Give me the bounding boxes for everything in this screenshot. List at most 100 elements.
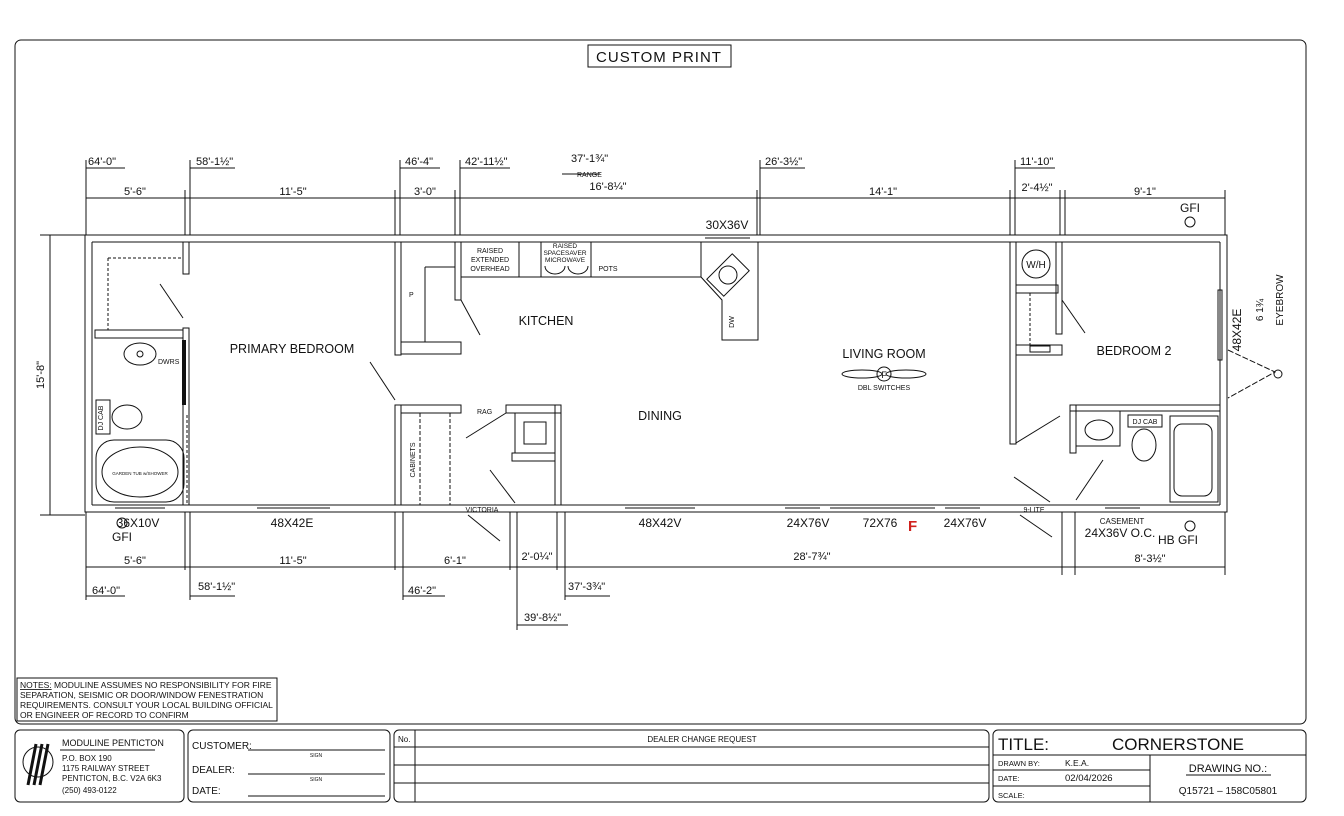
date-label: DATE:: [192, 786, 221, 797]
pots-label: POTS: [598, 266, 617, 273]
water-heater-icon: [1021, 249, 1051, 279]
window-label-4: 24X76V: [787, 516, 830, 530]
dj-cab2-label: DJ CAB: [1133, 419, 1158, 426]
room-bedroom-2: BEDROOM 2: [1096, 344, 1171, 358]
window-label-2: 48X42E: [271, 516, 314, 530]
kitchen-cabinets: RAISED EXTENDED OVERHEAD RAISED SPACESAV…: [409, 241, 759, 341]
dimension-lines: [40, 160, 1226, 630]
notes-line-2: SEPARATION, SEISMIC OR DOOR/WINDOW FENES…: [20, 690, 263, 700]
rag-label: RAG: [477, 409, 492, 416]
microwave-label-1: RAISED: [553, 243, 578, 250]
window-label-7: 24X36V O.C.: [1085, 526, 1156, 540]
room-living-room: LIVING ROOM: [842, 347, 925, 361]
primary-bath: DWRS DJ CAB GARDEN TUB w/SHOWER: [95, 340, 186, 503]
dim-top-row2-5: 14'-1": [869, 186, 897, 198]
scale-label: SCALE:: [998, 791, 1025, 800]
casement-label: CASEMENT: [1100, 517, 1145, 526]
dim-bottom-1: 5'-6": [124, 555, 146, 567]
nine-lite-door-label: 9-LITE: [1023, 507, 1044, 514]
customer-label: CUSTOMER:: [192, 741, 252, 752]
gfi-top-label: GFI: [1180, 201, 1200, 215]
dim-top-row2-4: 16'-8¼": [589, 181, 626, 193]
window-label-6: 24X76V: [944, 516, 987, 530]
change-no-header: No.: [398, 735, 410, 744]
overhead-label-1: RAISED: [477, 248, 503, 255]
microwave-label-3: MICROWAVE: [545, 257, 586, 264]
dim-top-row2-3: 3'-0": [414, 186, 436, 198]
header-title: CUSTOM PRINT: [596, 49, 722, 66]
drawing-no-label: DRAWING NO.:: [1189, 763, 1267, 775]
customer-sign-label: SIGN: [310, 753, 323, 759]
window-marks: [115, 216, 1196, 532]
drawn-by-label: DRAWN BY:: [998, 759, 1040, 768]
dim-top-2: 58'-1½": [196, 156, 233, 168]
eyebrow-dim: 6 1¾: [1255, 298, 1266, 321]
drawing-title: CORNERSTONE: [1112, 735, 1244, 754]
signoff-block: CUSTOMER: SIGN DEALER: SIGN DATE:: [187, 729, 391, 803]
door-swings: [159, 283, 1104, 542]
dim-bottom-row2-2: 58'-1½": [198, 581, 235, 593]
overhead-label-3: OVERHEAD: [470, 266, 509, 273]
cabinets-label: CABINETS: [410, 442, 417, 477]
bedroom2-fixtures: W/H DJ CAB: [1021, 249, 1283, 503]
company-address-1: P.O. BOX 190: [62, 754, 112, 763]
gfi-left-label: GFI: [112, 530, 132, 544]
notes-text-1: MODULINE ASSUMES NO RESPONSIBILITY FOR F…: [52, 680, 272, 690]
dim-bottom-5: 28'-7¾": [793, 551, 830, 563]
tub-label: GARDEN TUB w/SHOWER: [112, 471, 168, 476]
dj-cab-label: DJ CAB: [98, 405, 105, 430]
moduline-logo: [22, 743, 54, 786]
window-label-5: 72X76: [863, 516, 898, 530]
dishwasher-label: DW: [729, 316, 736, 328]
custom-print-header: CUSTOM PRINT: [587, 44, 732, 68]
company-phone: (250) 493-0122: [62, 786, 117, 795]
company-block: MODULINE PENTICTON P.O. BOX 190 1175 RAI…: [14, 729, 185, 803]
dim-bottom-6: 8'-3½": [1134, 553, 1165, 565]
notes-label: NOTES:: [20, 680, 52, 690]
pantry-label: P: [409, 292, 414, 299]
drawing-frame: [14, 39, 1307, 725]
dim-top-5: 37'-1¾": [571, 153, 608, 165]
dim-top-row2-6: 2'-4½": [1021, 182, 1052, 194]
fan-label: F: [881, 370, 887, 380]
change-request-table: No. DEALER CHANGE REQUEST: [393, 729, 990, 803]
range-label: RANGE: [577, 172, 602, 179]
dim-top-row2-7: 9'-1": [1134, 186, 1156, 198]
window-label-top: 30X36V: [706, 218, 749, 232]
dim-top-1: 64'-0": [88, 156, 116, 168]
dealer-label: DEALER:: [192, 765, 235, 776]
dim-bottom-row2-3: 46'-2": [408, 585, 436, 597]
water-heater-label: W/H: [1026, 260, 1045, 271]
company-name: MODULINE PENTICTON: [62, 738, 164, 748]
room-dining: DINING: [638, 409, 682, 423]
dim-top-7: 11'-10": [1020, 156, 1053, 168]
title-label: TITLE:: [998, 735, 1049, 754]
window-label-3: 48X42V: [639, 516, 682, 530]
window-label-1: 36X10V: [117, 516, 160, 530]
company-address-2: 1175 RAILWAY STREET: [62, 764, 150, 773]
microwave-label-2: SPACESAVER: [543, 250, 586, 257]
sink-icon: [706, 253, 750, 297]
dim-bottom-row2-1: 64'-0": [92, 585, 120, 597]
dim-bottom-row3: 39'-8½": [524, 612, 561, 624]
dim-bottom-2: 11'-5": [279, 555, 306, 567]
victoria-door-label: VICTORIA: [466, 507, 499, 514]
markup-f: F: [908, 518, 917, 535]
dim-top-row2-1: 5'-6": [124, 186, 146, 198]
dim-bottom-row2-4: 37'-3¾": [568, 581, 605, 593]
drawing-number: Q15721 – 158C05801: [1179, 786, 1278, 797]
hb-gfi-label: HB GFI: [1158, 533, 1198, 547]
laundry-area: RAG CABINETS: [410, 409, 556, 506]
notes-line-4: OR ENGINEER OF RECORD TO CONFIRM: [20, 710, 189, 720]
dimension-width: 15'-8": [35, 361, 47, 389]
dim-top-3: 46'-4": [405, 156, 433, 168]
dealer-sign-label: SIGN: [310, 777, 323, 783]
dim-top-6: 26'-3½": [765, 156, 802, 168]
dim-bottom-3: 6'-1": [444, 555, 466, 567]
dim-top-4: 42'-11½": [465, 156, 508, 168]
overhead-label-2: EXTENDED: [471, 257, 509, 264]
room-primary-bedroom: PRIMARY BEDROOM: [230, 342, 355, 356]
dbl-switches-label: DBL SWITCHES: [858, 385, 911, 392]
change-request-title: DEALER CHANGE REQUEST: [647, 735, 756, 744]
